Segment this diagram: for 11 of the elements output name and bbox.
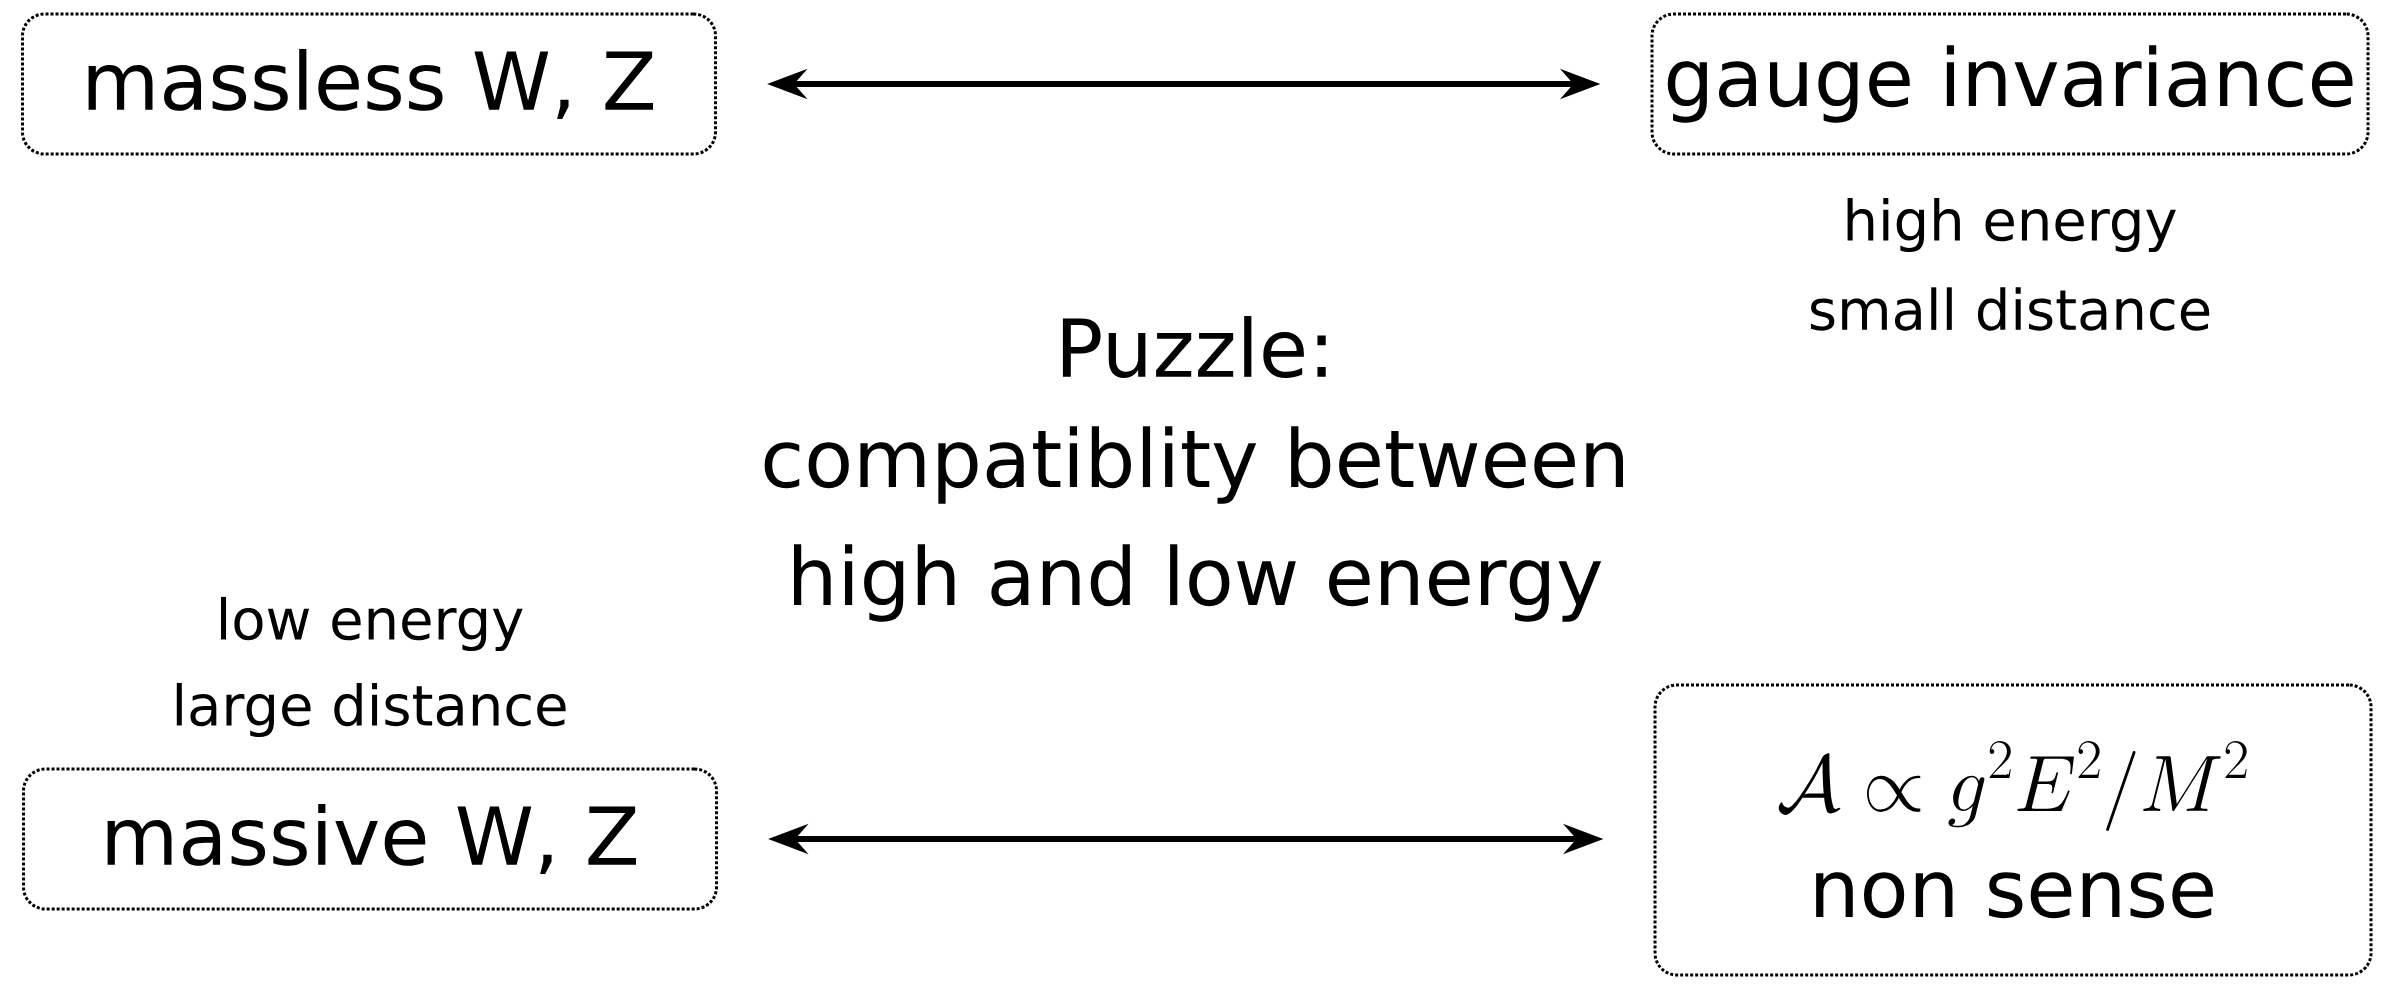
- text-box: massive W, Z: [22, 767, 718, 911]
- caption-text: small distance: [1810, 287, 2210, 331]
- caption-text: low energy: [221, 596, 523, 652]
- caption-text: large distance: [176, 682, 566, 738]
- puzzle-text: compatiblity between: [764, 426, 1623, 504]
- puzzle-text: high and low energy: [794, 544, 1602, 622]
- text-box: $\mathcal{A}\propto g^2E^2/M^2$ non sense: [1653, 683, 2373, 977]
- caption-text: high energy: [1847, 197, 2176, 253]
- text-box: massless W, Z: [21, 12, 717, 156]
- text-box: gauge invariance: [1650, 12, 2370, 156]
- puzzle-text: Puzzle:: [1062, 316, 1326, 378]
